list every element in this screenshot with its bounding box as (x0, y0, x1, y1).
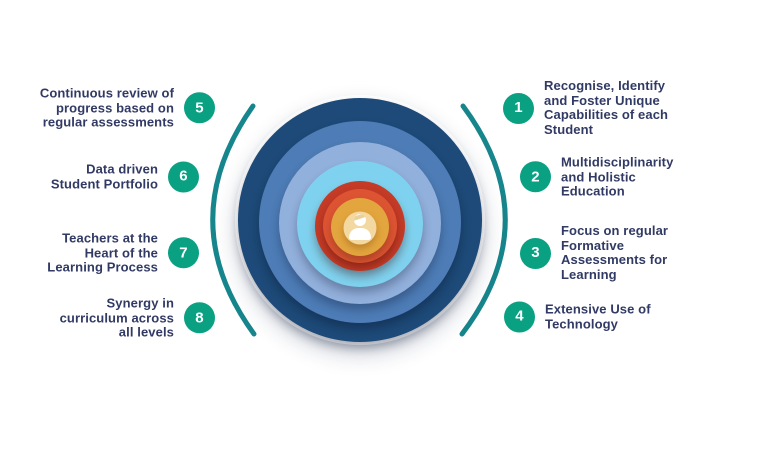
list-item-4: 4 Extensive Use of Technology (504, 301, 651, 333)
item-5-number-badge: 5 (184, 92, 215, 124)
list-item-8: Synergy in curriculum across all levels … (60, 296, 215, 340)
item-1-number-badge: 1 (503, 92, 534, 124)
list-item-7: Teachers at the Heart of the Learning Pr… (47, 231, 199, 275)
list-item-2: 2 Multidisciplinarity and Holistic Educa… (520, 155, 673, 199)
item-5-text: Continuous review of progress based on r… (39, 85, 174, 130)
item-2-text: Multidisciplinarity and Holistic Educati… (561, 154, 674, 199)
person-icon (348, 214, 372, 240)
item-7-number-badge: 7 (168, 237, 199, 269)
left-arc (210, 103, 257, 337)
item-2-number-badge: 2 (520, 161, 551, 193)
person-icon-body (349, 228, 371, 240)
item-6-text: Data driven Student Portfolio (50, 161, 158, 191)
item-4-number-badge: 4 (504, 301, 535, 333)
item-8-number-badge: 8 (184, 302, 215, 334)
right-arc (459, 103, 508, 337)
list-item-3: 3 Focus on regular Formative Assessments… (520, 223, 669, 282)
item-7-text: Teachers at the Heart of the Learning Pr… (47, 230, 158, 275)
list-item-5: Continuous review of progress based on r… (40, 86, 215, 130)
item-8-text: Synergy in curriculum across all levels (59, 295, 174, 340)
item-3-number-badge: 3 (520, 237, 551, 269)
item-6-number-badge: 6 (168, 161, 199, 193)
list-item-6: Data driven Student Portfolio 6 (50, 161, 199, 193)
item-3-text: Focus on regular Formative Assessments f… (561, 223, 669, 282)
person-icon-head (354, 214, 366, 226)
item-4-text: Extensive Use of Technology (545, 301, 651, 331)
person-icon-hair (354, 214, 366, 221)
item-1-text: Recognise, Identify and Foster Unique Ca… (544, 78, 669, 137)
list-item-1: 1 Recognise, Identify and Foster Unique … (503, 78, 669, 137)
